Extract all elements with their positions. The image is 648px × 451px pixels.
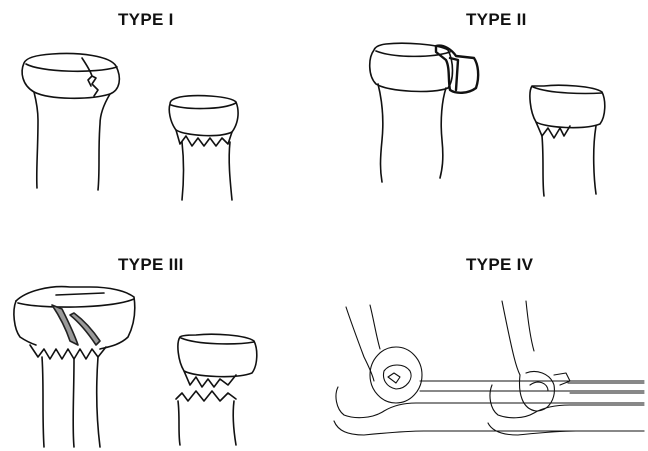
panel-type-4: TYPE IV	[324, 225, 648, 451]
intact-epiphysis-fractured-drawing	[0, 0, 324, 225]
panel-type-1: TYPE I	[0, 0, 324, 225]
metaphyseal-fragment-fracture-drawing	[324, 0, 648, 225]
elbow-fracture-drawing	[324, 225, 648, 451]
epiphyseal-split-fracture-drawing	[0, 225, 324, 451]
panel-type-3: TYPE III	[0, 225, 324, 451]
panel-type-2: TYPE II	[324, 0, 648, 225]
